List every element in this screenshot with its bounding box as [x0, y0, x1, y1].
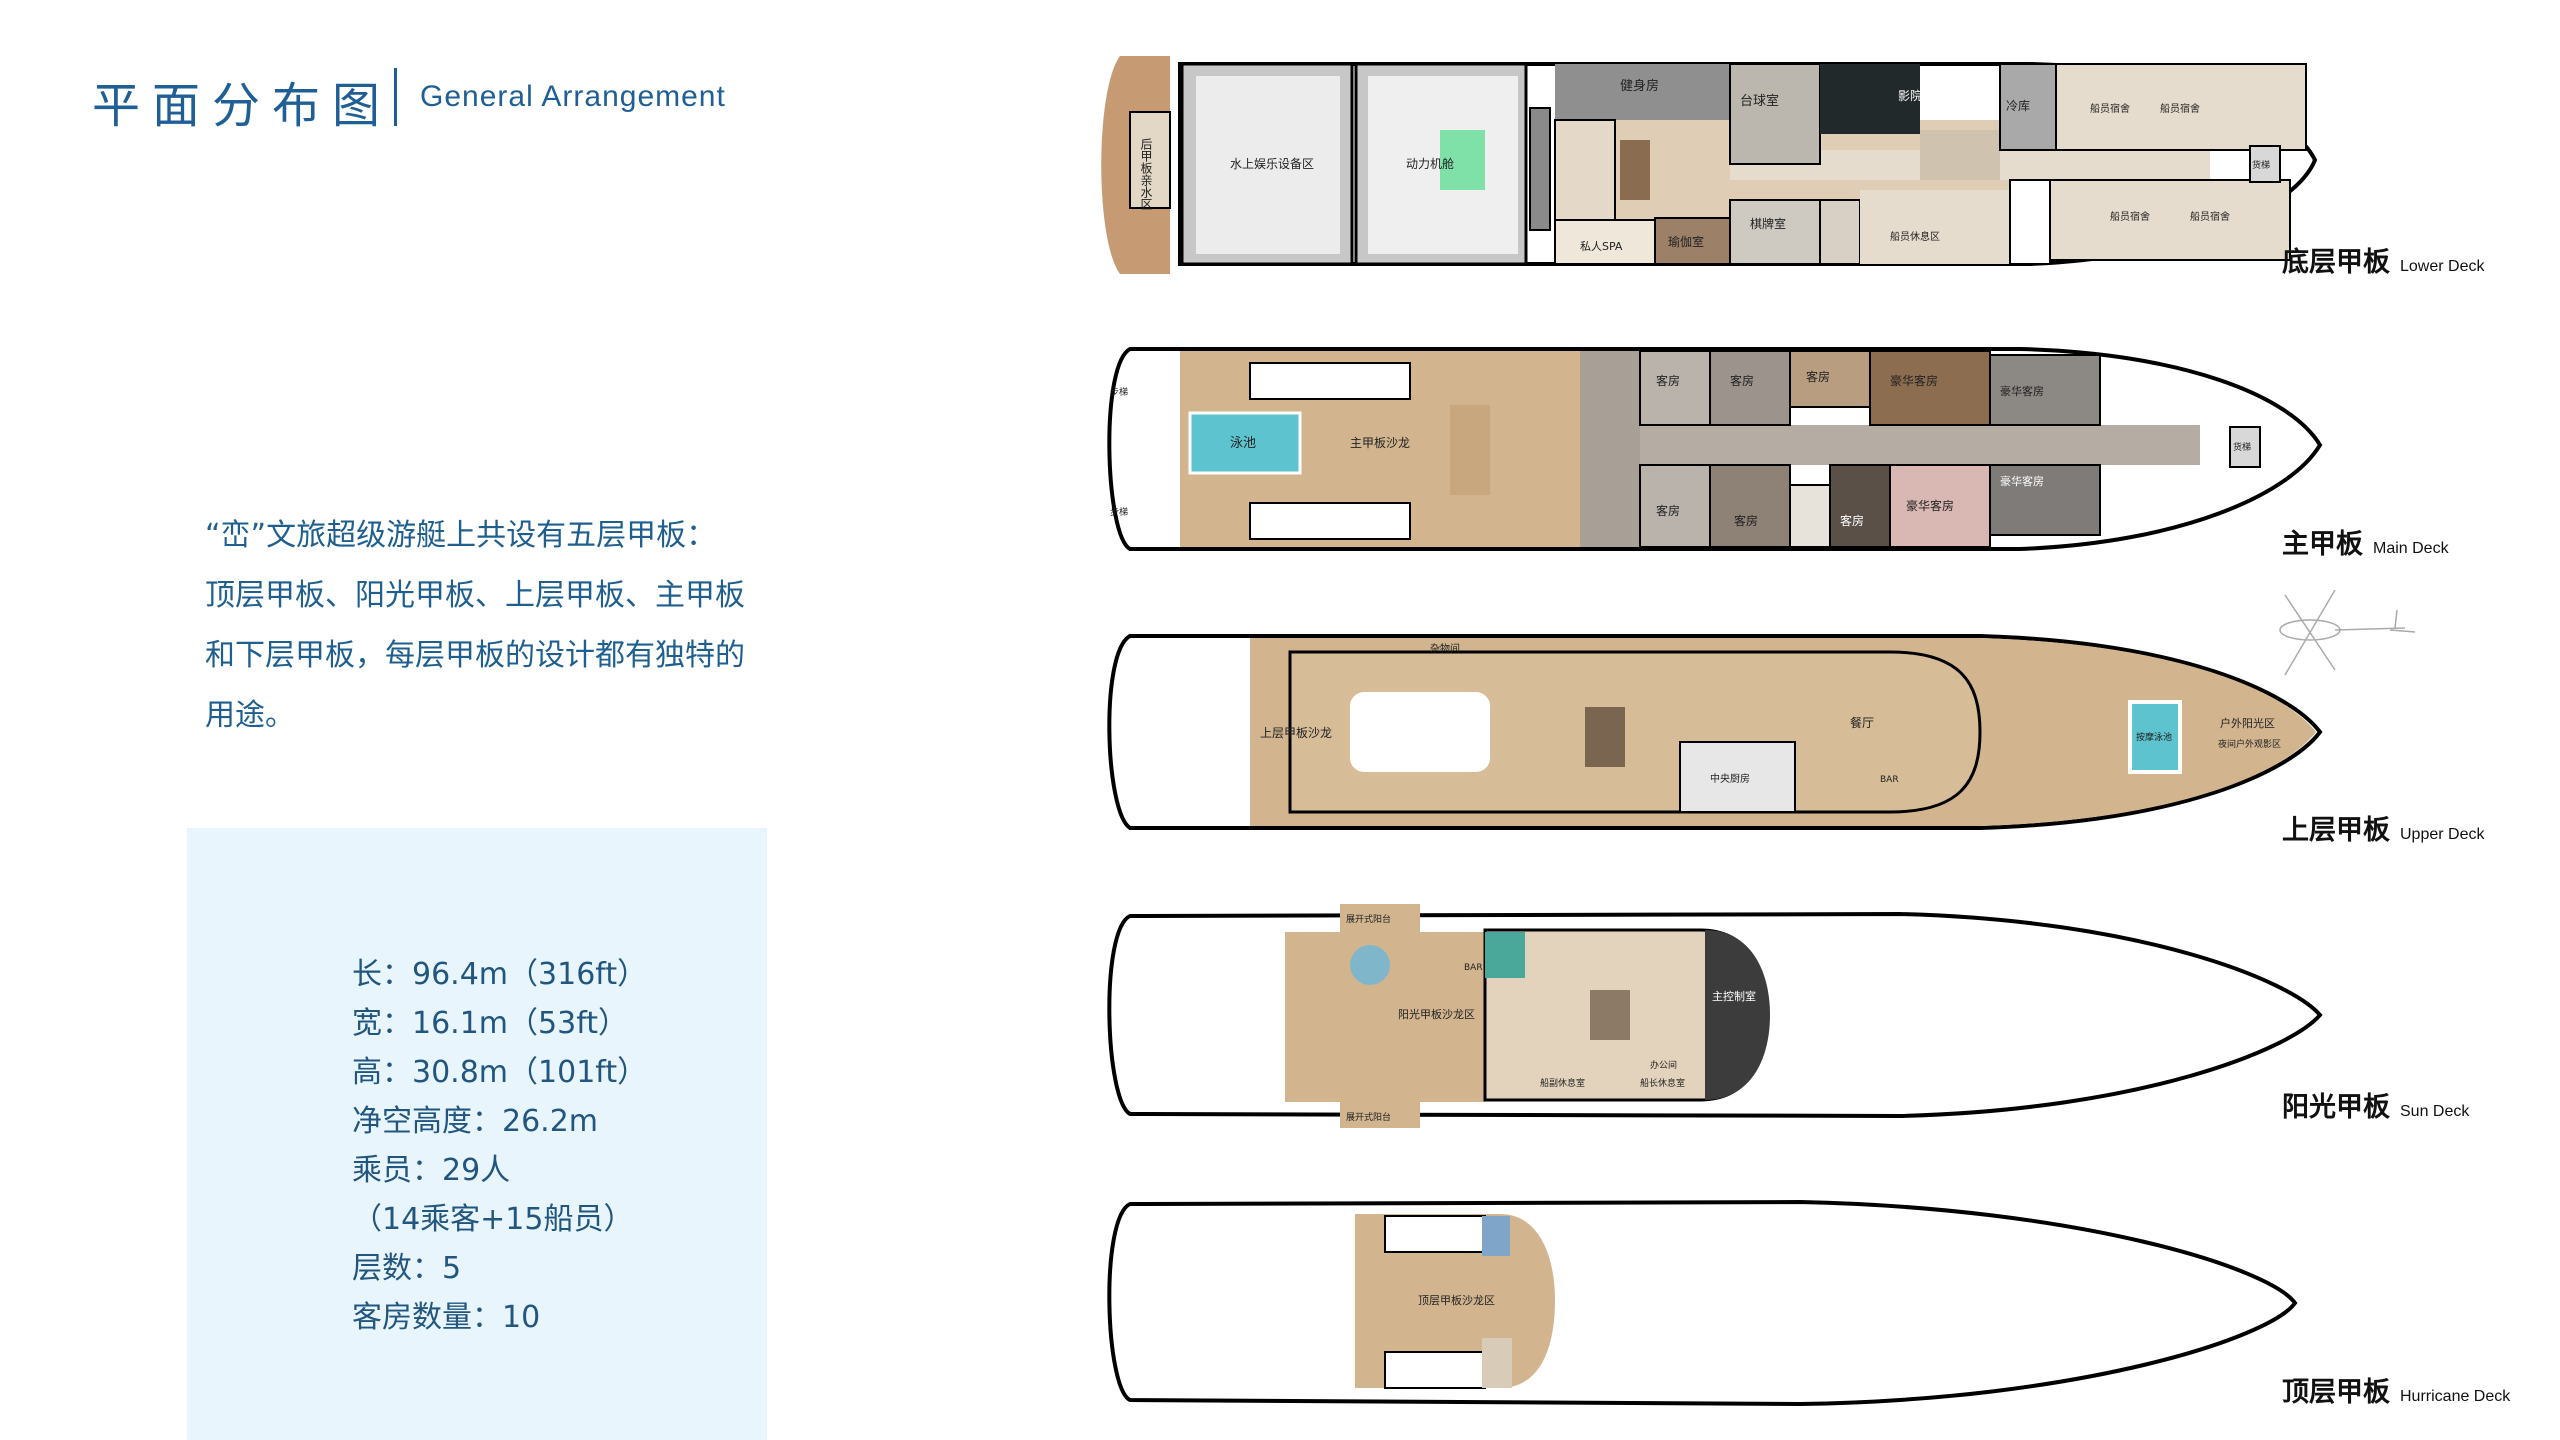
specs-list: 长：96.4m（316ft） 宽：16.1m（53ft） 高：30.8m（101… [352, 950, 647, 1342]
intro-line: 和下层甲板，每层甲板的设计都有独特的 [205, 638, 745, 673]
deck-name-cn: 上层甲板 [2282, 815, 2390, 846]
svg-text:客房: 客房 [1730, 373, 1754, 388]
svg-text:私人SPA: 私人SPA [1580, 240, 1623, 253]
main-deck-plan: 步梯 步梯 泳池 主甲板沙龙 客房 客房 客房 豪华客房 豪华客房 客房 客房 … [1100, 335, 2330, 565]
hurricane-deck-label: 顶层甲板 Hurricane Deck [2282, 1370, 2510, 1409]
spec-clearance: 净空高度：26.2m [352, 1104, 599, 1139]
svg-text:豪华客房: 豪华客房 [1906, 498, 1954, 513]
deck-name-cn: 底层甲板 [2282, 247, 2390, 278]
room-label: 后甲板亲水区 [1139, 138, 1153, 210]
helicopter-icon [2275, 589, 2435, 684]
spec-width: 宽：16.1m（53ft） [352, 1006, 628, 1041]
svg-text:船员宿舍: 船员宿舍 [2190, 210, 2230, 223]
svg-text:上层甲板沙龙: 上层甲板沙龙 [1260, 726, 1332, 740]
spec-cabins: 客房数量：10 [352, 1300, 541, 1335]
deck-name-cn: 主甲板 [2282, 529, 2363, 560]
page-title-en: General Arrangement [420, 80, 726, 113]
svg-text:餐厅: 餐厅 [1850, 715, 1874, 730]
spec-length: 长：96.4m（316ft） [352, 957, 648, 992]
spec-occupants: 乘员：29人 [352, 1153, 511, 1188]
lower-deck-label: 底层甲板 Lower Deck [2282, 240, 2484, 279]
svg-text:健身房: 健身房 [1620, 78, 1659, 94]
svg-text:阳光甲板沙龙区: 阳光甲板沙龙区 [1398, 1007, 1475, 1021]
main-deck-label: 主甲板 Main Deck [2282, 522, 2449, 561]
svg-text:棋牌室: 棋牌室 [1750, 216, 1786, 231]
deck-name-en: Upper Deck [2400, 826, 2485, 843]
deck-name-en: Main Deck [2373, 540, 2449, 557]
svg-text:影院: 影院 [1898, 89, 1922, 103]
svg-text:船员休息区: 船员休息区 [1890, 230, 1940, 243]
upper-deck-plan: 上层甲板沙龙 杂物间 餐厅 中央厨房 BAR 按摩泳池 户外阳光区 夜间户外观影… [1100, 622, 2330, 842]
svg-text:船员宿舍: 船员宿舍 [2160, 102, 2200, 115]
svg-text:夜间户外观影区: 夜间户外观影区 [2218, 738, 2281, 750]
svg-text:豪华客房: 豪华客房 [2000, 474, 2044, 488]
svg-text:船员宿舍: 船员宿舍 [2090, 102, 2130, 115]
svg-text:豪华客房: 豪华客房 [1890, 373, 1938, 388]
svg-text:主甲板沙龙: 主甲板沙龙 [1350, 436, 1410, 450]
page-title-cn: 平面分布图 [92, 78, 393, 134]
svg-text:展开式阳台: 展开式阳台 [1346, 1111, 1391, 1123]
svg-text:船副休息室: 船副休息室 [1540, 1077, 1585, 1089]
svg-text:客房: 客房 [1656, 373, 1680, 388]
svg-text:办公间: 办公间 [1650, 1059, 1677, 1071]
svg-text:冷库: 冷库 [2006, 98, 2030, 113]
svg-text:步梯: 步梯 [1110, 506, 1128, 518]
svg-text:中央厨房: 中央厨房 [1710, 772, 1750, 785]
intro-line: 用途。 [205, 698, 295, 733]
specs-panel [187, 828, 767, 1440]
deck-name-en: Lower Deck [2400, 258, 2485, 275]
spec-decks: 层数：5 [352, 1251, 462, 1286]
svg-text:杂物间: 杂物间 [1430, 642, 1460, 655]
intro-line: “峦”文旅超级游艇上共设有五层甲板： [205, 518, 717, 553]
deck-name-cn: 顶层甲板 [2282, 1377, 2390, 1408]
title-divider [394, 68, 397, 126]
svg-text:客房: 客房 [1656, 503, 1680, 518]
svg-text:泳池: 泳池 [1230, 436, 1256, 451]
deck-name-en: Hurricane Deck [2400, 1388, 2511, 1405]
sun-deck-plan: 展开式阳台 展开式阳台 阳光甲板沙龙区 BAR 主控制室 办公间 船副休息室 船… [1100, 900, 2330, 1130]
svg-text:主控制室: 主控制室 [1712, 989, 1756, 1003]
svg-text:船员宿舍: 船员宿舍 [2110, 210, 2150, 223]
svg-text:顶层甲板沙龙区: 顶层甲板沙龙区 [1418, 1293, 1495, 1307]
svg-text:BAR: BAR [1464, 963, 1483, 973]
lower-deck-plan: 后甲板亲水区 水上娱乐设备区 动力机舱 健身房 台球室 影院 冷库 私人SPA … [1100, 50, 2330, 280]
svg-text:户外阳光区: 户外阳光区 [2220, 716, 2275, 730]
spec-occupants-detail: （14乘客+15船员） [352, 1202, 634, 1237]
svg-text:货梯: 货梯 [2252, 159, 2270, 171]
svg-text:豪华客房: 豪华客房 [2000, 384, 2044, 398]
svg-text:动力机舱: 动力机舱 [1406, 157, 1454, 171]
intro-paragraph: “峦”文旅超级游艇上共设有五层甲板： 顶层甲板、阳光甲板、上层甲板、主甲板 和下… [205, 506, 805, 746]
svg-text:台球室: 台球室 [1740, 93, 1779, 109]
svg-text:步梯: 步梯 [1110, 386, 1128, 398]
svg-text:客房: 客房 [1806, 369, 1830, 384]
svg-text:展开式阳台: 展开式阳台 [1346, 913, 1391, 925]
upper-deck-label: 上层甲板 Upper Deck [2282, 808, 2484, 847]
svg-text:按摩泳池: 按摩泳池 [2136, 731, 2172, 743]
deck-name-cn: 阳光甲板 [2282, 1092, 2390, 1123]
intro-line: 顶层甲板、阳光甲板、上层甲板、主甲板 [205, 578, 745, 613]
svg-text:水上娱乐设备区: 水上娱乐设备区 [1230, 157, 1314, 171]
svg-text:瑜伽室: 瑜伽室 [1668, 234, 1704, 249]
sun-deck-label: 阳光甲板 Sun Deck [2282, 1085, 2469, 1124]
spec-height: 高：30.8m（101ft） [352, 1055, 648, 1090]
svg-text:货梯: 货梯 [2233, 441, 2251, 453]
hurricane-deck-plan: 顶层甲板沙龙区 [1100, 1188, 2330, 1418]
svg-text:船长休息室: 船长休息室 [1640, 1077, 1685, 1089]
deck-name-en: Sun Deck [2400, 1103, 2470, 1120]
svg-text:客房: 客房 [1840, 513, 1864, 528]
svg-text:客房: 客房 [1734, 513, 1758, 528]
svg-text:BAR: BAR [1880, 775, 1899, 785]
